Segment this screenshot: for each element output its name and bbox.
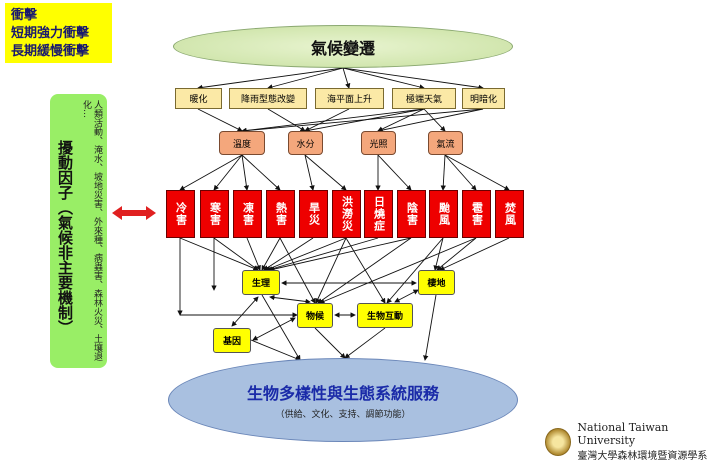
node-physiology: 生理: [242, 270, 280, 295]
legend-line: 衝擊: [11, 8, 38, 23]
driver-box: 海平面上升: [315, 88, 384, 109]
node-gene: 基因: [213, 328, 251, 353]
factor-box: 光照: [361, 131, 396, 155]
node-interaction: 生物互動: [357, 303, 413, 328]
driver-box: 暖化: [175, 88, 222, 109]
hazard-box: 寒害: [200, 190, 229, 238]
disturbance-factor-box: 人類活動、淹水、坡地災害、外來種、病蟲害、森林火災、土壤退化… 擾動因子（氣候非…: [50, 94, 107, 368]
hazard-box: 冷害: [166, 190, 195, 238]
climate-change-label: 氣候變遷: [310, 38, 375, 58]
disturbance-examples: 人類活動、淹水、坡地災害、外來種、病蟲害、森林火災、土壤退化…: [81, 100, 102, 361]
hazard-box: 雹害: [462, 190, 491, 238]
logo-chinese: 臺灣大學森林環境暨資源學系: [577, 451, 708, 462]
factor-box: 氣流: [428, 131, 463, 155]
legend-line: 短期強力衝擊: [11, 26, 90, 41]
hazard-box: 熱害: [266, 190, 295, 238]
node-phenology: 物候: [297, 303, 333, 328]
hazard-box: 凍害: [233, 190, 262, 238]
impact-legend: 衝擊 短期強力衝擊 長期緩慢衝擊: [5, 3, 112, 63]
logo-english: National Taiwan University: [577, 421, 669, 447]
hazard-box: 陰害: [397, 190, 426, 238]
hazard-box: 日燒症: [364, 190, 393, 238]
ntu-seal-icon: [545, 427, 572, 456]
hazard-box: 旱災: [299, 190, 328, 238]
climate-change-ellipse: 氣候變遷: [173, 25, 513, 68]
biodiversity-title: 生物多樣性與生態系統服務: [246, 384, 439, 403]
driver-box: 明暗化: [462, 88, 505, 109]
factor-box: 溫度: [219, 131, 265, 155]
hazard-box: 颱風: [429, 190, 458, 238]
factor-box: 水分: [288, 131, 323, 155]
legend-line: 長期緩慢衝擊: [11, 44, 90, 59]
hazard-box: 焚風: [495, 190, 524, 238]
driver-box: 極端天氣: [392, 88, 456, 109]
disturbance-title: 擾動因子（氣候非主要機制）: [56, 140, 74, 335]
hazard-box: 洪澇災: [332, 190, 361, 238]
driver-box: 降雨型態改變: [229, 88, 307, 109]
biodiversity-subtitle: （供給、文化、支持、調節功能）: [275, 410, 411, 420]
bidirectional-red-arrow: [112, 206, 156, 220]
node-habitat: 棲地: [418, 270, 455, 295]
biodiversity-ellipse: 生物多樣性與生態系統服務 （供給、文化、支持、調節功能）: [168, 358, 518, 442]
